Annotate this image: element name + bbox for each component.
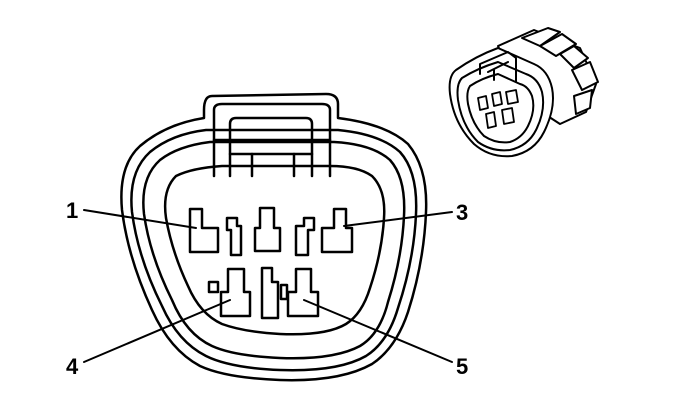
cavity-rib [279, 283, 289, 301]
iso-front-ring-inner [466, 73, 535, 144]
iso-front-ring-outer [456, 61, 545, 152]
pin-label-4: 4 [66, 354, 79, 379]
leader-line-1 [83, 209, 197, 229]
terminal-cavity-2 [253, 206, 282, 253]
iso-rear-fin-3 [573, 89, 593, 115]
terminal-cavity-1 [188, 207, 220, 254]
housing-ring-3 [142, 140, 406, 360]
leader-lines [83, 209, 453, 363]
locking-tab [212, 102, 332, 178]
terminal-row-bottom [207, 266, 320, 320]
housing-outer-outline [120, 92, 428, 382]
cavity-separator-3 [260, 266, 280, 320]
polarizing-key [207, 280, 220, 294]
iso-top-rib-1 [521, 27, 561, 47]
iso-cavity-1 [477, 95, 489, 111]
terminal-cavity-4 [219, 267, 252, 318]
housing-ring-2 [130, 128, 418, 372]
terminal-row-top [188, 206, 354, 257]
pin-label-3: 3 [456, 200, 468, 225]
terminal-cavity-3 [320, 207, 354, 254]
iso-cavity-3 [505, 89, 519, 105]
leader-line-5 [303, 299, 453, 363]
iso-top-rib-2 [539, 33, 577, 57]
terminal-cavity-5 [286, 267, 320, 318]
pin-labels: 1 3 4 5 [66, 198, 468, 379]
iso-cavity-2 [491, 91, 503, 107]
iso-rear-fin-2 [571, 61, 599, 91]
connector-isometric-view [448, 27, 599, 158]
pin-label-1: 1 [66, 198, 78, 223]
iso-latch [479, 51, 517, 83]
iso-rear-fin-1 [559, 45, 589, 69]
iso-cavity-4 [485, 111, 497, 129]
lock-tab-outer [212, 102, 332, 178]
iso-cavity-5 [501, 107, 515, 125]
pin-label-5: 5 [456, 354, 468, 379]
leader-line-3 [343, 211, 453, 227]
connector-face [120, 92, 428, 382]
cavity-separator-2 [294, 216, 316, 257]
housing-cavity [163, 164, 386, 336]
leader-line-4 [83, 299, 231, 363]
lock-tab-inner [228, 116, 314, 178]
cavity-separator-1 [225, 216, 243, 257]
